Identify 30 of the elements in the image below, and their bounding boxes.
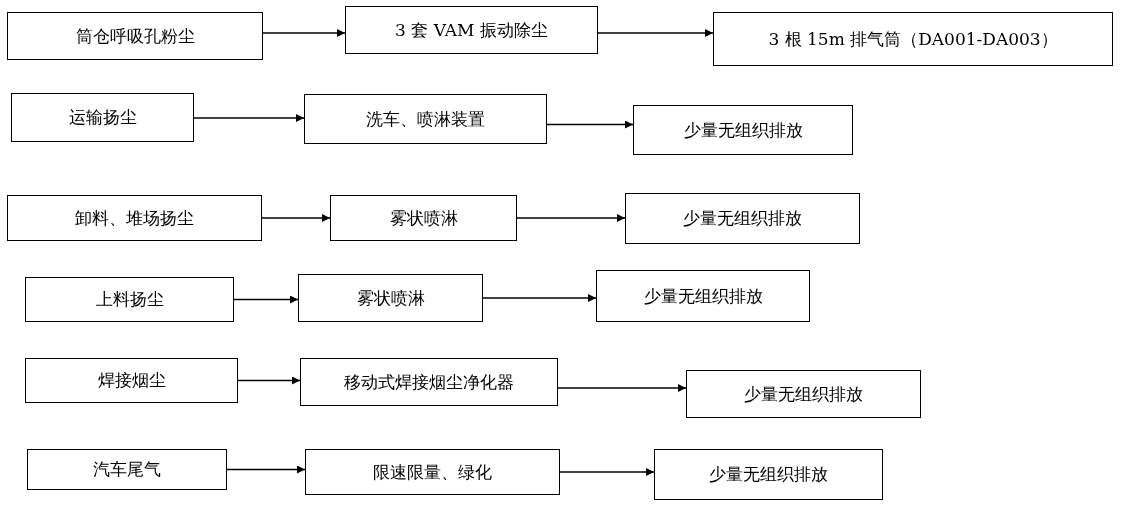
arrow — [482, 294, 597, 302]
process-box: 筒仓呼吸孔粉尘 — [7, 12, 263, 60]
process-box: 3 套 VAM 振动除尘 — [345, 6, 598, 54]
arrow — [516, 214, 626, 222]
arrow — [559, 468, 655, 476]
process-box: 少量无组织排放 — [686, 370, 921, 418]
process-box: 3 根 15m 排气筒（DA001-DA003） — [713, 12, 1113, 66]
process-box: 上料扬尘 — [25, 277, 234, 322]
process-box: 洗车、喷淋装置 — [304, 94, 547, 144]
process-box: 少量无组织排放 — [633, 105, 853, 155]
process-box: 移动式焊接烟尘净化器 — [300, 358, 558, 406]
arrow — [237, 376, 301, 385]
arrow — [546, 120, 634, 129]
process-box: 卸料、堆场扬尘 — [7, 195, 262, 241]
arrow — [193, 114, 305, 122]
process-box: 焊接烟尘 — [25, 358, 238, 403]
arrow — [597, 29, 714, 37]
process-box: 汽车尾气 — [27, 449, 227, 490]
process-box: 限速限量、绿化 — [305, 449, 560, 495]
process-box: 少量无组织排放 — [625, 193, 860, 244]
process-box: 雾状喷淋 — [330, 195, 517, 241]
arrow — [226, 465, 306, 474]
arrow — [557, 384, 687, 392]
process-box: 少量无组织排放 — [654, 449, 883, 500]
process-box: 少量无组织排放 — [596, 270, 810, 322]
arrow — [261, 214, 331, 222]
arrow — [262, 29, 346, 37]
process-box: 雾状喷淋 — [298, 274, 483, 322]
arrow — [233, 295, 299, 304]
process-box: 运输扬尘 — [11, 93, 194, 142]
